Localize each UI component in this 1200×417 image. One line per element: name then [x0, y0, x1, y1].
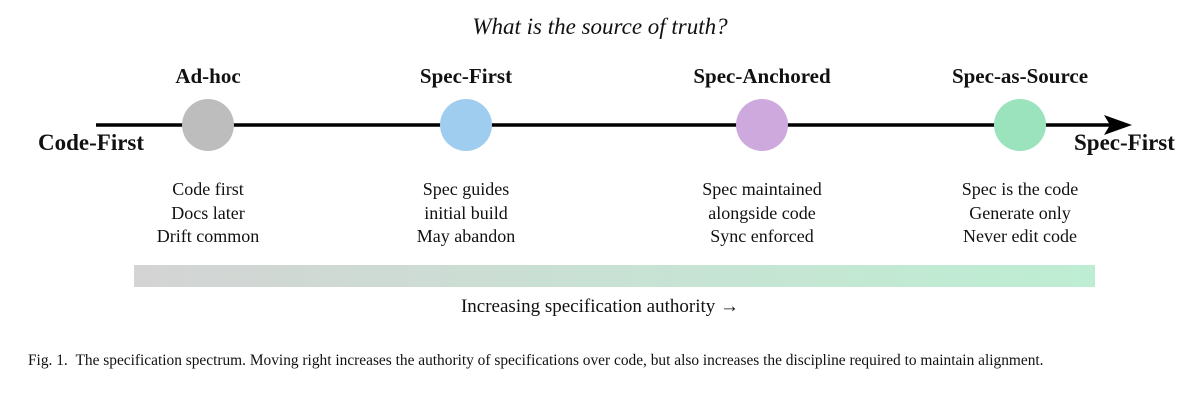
- diagram-question: What is the source of truth?: [472, 14, 728, 39]
- stage-description-line: Generate only: [969, 202, 1071, 223]
- stage-description-line: Code first: [172, 179, 244, 199]
- stage-title-spec-as-source: Spec-as-Source: [951, 64, 1089, 88]
- stage-description-line: Never edit code: [963, 226, 1077, 246]
- stage-description-line: Spec guides: [422, 179, 510, 199]
- stage-description-line: Sync enforced: [710, 226, 814, 246]
- stage-node-spec-as-source: [994, 99, 1046, 151]
- endpoint-right-label: Spec-First: [1074, 130, 1175, 155]
- stage-node-ad-hoc: [182, 99, 234, 151]
- stage-description-line: Spec maintained: [702, 179, 822, 199]
- figure-number: Fig. 1.: [28, 352, 68, 369]
- figure-caption-text: The specification spectrum. Moving right…: [75, 352, 1044, 369]
- stage-node-spec-anchored: [736, 99, 788, 151]
- stage-description-spec-as-source: Spec is the code Generate only Never edi…: [900, 178, 1140, 249]
- stage-description-line: initial build: [424, 202, 508, 223]
- stage-description-line: Spec is the code: [961, 179, 1079, 199]
- stage-description-spec-anchored: Spec maintained alongside code Sync enfo…: [642, 178, 882, 249]
- authority-axis-caption: Increasing specification authority →: [460, 296, 740, 317]
- stage-description-line: Drift common: [156, 226, 260, 246]
- stage-description-line: May abandon: [416, 226, 516, 246]
- stage-description-spec-first: Spec guides initial build May abandon: [346, 178, 586, 249]
- stage-node-spec-first: [440, 99, 492, 151]
- stage-description-line: alongside code: [708, 202, 816, 223]
- stage-title-ad-hoc: Ad-hoc: [175, 64, 241, 88]
- stage-description-ad-hoc: Code first Docs later Drift common: [88, 178, 328, 249]
- stage-title-spec-anchored: Spec-Anchored: [693, 64, 831, 88]
- axis-arrowhead: [1104, 115, 1132, 135]
- figure-caption: Fig. 1. The specification spectrum. Movi…: [28, 351, 1173, 370]
- authority-gradient-bar: [134, 265, 1095, 287]
- endpoint-left-label: Code-First: [38, 130, 145, 155]
- stage-description-line: Docs later: [171, 202, 245, 223]
- stage-title-spec-first: Spec-First: [419, 64, 513, 88]
